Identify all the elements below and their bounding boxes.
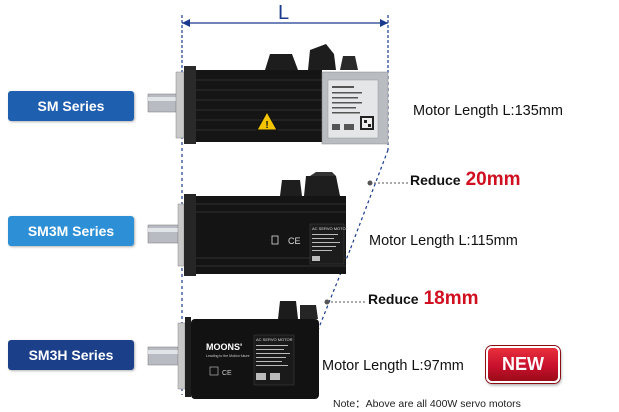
sm3h-motor-image: MOONS' Leading to the Motion future AC S… [147, 301, 319, 399]
svg-text:!: ! [265, 120, 268, 131]
sm3m-label-heading: AC SERVO MOTOR [312, 226, 349, 231]
sm3h-label-heading: AC SERVO MOTOR [256, 337, 293, 342]
moons-brand-logo: MOONS' [206, 342, 242, 352]
sm-motor-image: ! [147, 44, 389, 145]
series-label-sm3m: SM3M Series [8, 216, 134, 246]
reduce-word: Reduce [410, 172, 461, 188]
length-dimension-label: L [278, 2, 290, 24]
reduce-value: 18mm [423, 288, 479, 309]
series-label-sm: SM Series [8, 91, 134, 121]
new-badge: NEW [486, 346, 560, 383]
reduce-word: Reduce [368, 291, 419, 307]
footnote: Note：Above are all 400W servo motors [333, 398, 521, 410]
series-label-sm3h: SM3H Series [8, 340, 134, 370]
reduce-20mm-callout: Reduce 20mm [410, 169, 521, 191]
svg-text:CE: CE [288, 236, 301, 246]
svg-text:CE: CE [222, 370, 232, 377]
sm3h-motor-length: Motor Length L:97mm [322, 358, 464, 374]
reduce-value: 20mm [465, 169, 521, 190]
sm3m-motor-length: Motor Length L:115mm [369, 233, 518, 249]
moons-tagline: Leading to the Motion future [206, 354, 250, 358]
sm3m-motor-image: CE AC SERVO MOTOR [147, 172, 349, 276]
reduce-18mm-callout: Reduce 18mm [368, 288, 479, 310]
sm-motor-length: Motor Length L:135mm [413, 103, 563, 119]
